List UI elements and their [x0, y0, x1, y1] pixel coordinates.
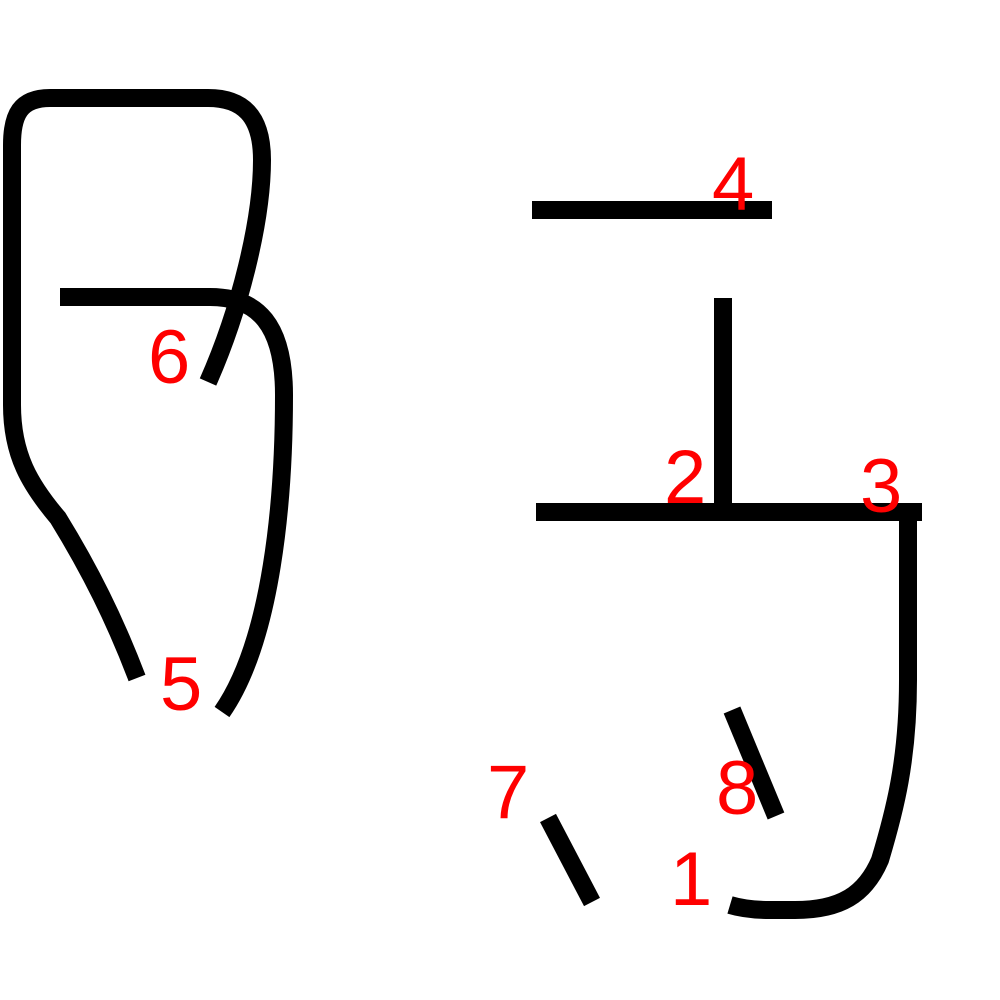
- stroke-inner-hook: [60, 288, 293, 718]
- stroke-number-label: 2: [664, 435, 706, 520]
- stroke-number-label: 3: [860, 444, 902, 529]
- stroke-right-dot: [723, 706, 785, 820]
- stroke-number-label: 6: [148, 315, 190, 400]
- stroke-number-label: 4: [712, 142, 754, 227]
- stroke-left-dot: [540, 813, 600, 907]
- stroke-outer-hook: [3, 89, 271, 682]
- stroke-number-label: 5: [160, 642, 202, 727]
- stroke-number-label: 7: [487, 750, 529, 835]
- stroke-number-label: 8: [716, 746, 758, 831]
- stroke-number-label: 1: [670, 837, 712, 922]
- stroke-right-hook: [727, 512, 917, 919]
